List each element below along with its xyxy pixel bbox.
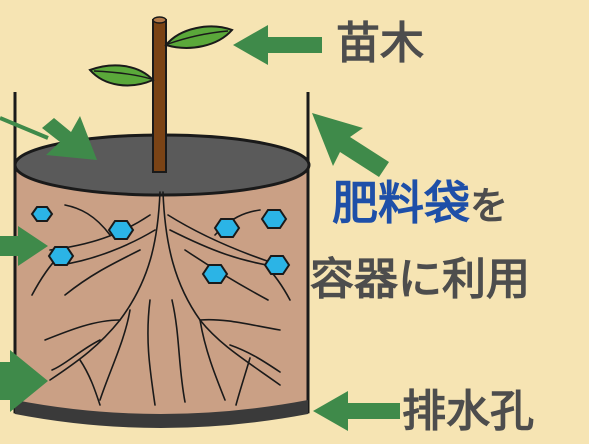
- soil-body: [13, 163, 310, 427]
- arrow-icon: [312, 113, 389, 177]
- fertilizer-granule-icon: [201, 264, 229, 284]
- fertilizer-granules: [30, 206, 291, 284]
- fertilizer-granule-icon: [47, 246, 75, 266]
- fertilizer-granule-icon: [107, 220, 135, 240]
- label-fertilizer-bag-highlight: 肥料袋: [332, 176, 470, 230]
- label-container-use: 容器に利用: [310, 254, 530, 305]
- upper-leaf: [164, 25, 234, 49]
- seedling-leaves: [88, 25, 234, 87]
- arrow-icon: [0, 350, 48, 412]
- pointer-line: [0, 116, 49, 140]
- label-drain-hole: 排水孔: [402, 386, 534, 437]
- fertilizer-granule-icon: [260, 209, 288, 229]
- seedling-stem-top: [152, 16, 167, 24]
- pot-bottom-rim: [15, 400, 308, 428]
- arrows: [0, 25, 400, 431]
- label-fertilizer-bag-suffix: を: [470, 184, 509, 228]
- label-fertilizer-bag: 肥料袋を: [332, 180, 508, 226]
- seedling-stem: [152, 19, 167, 173]
- lower-leaf: [88, 64, 155, 87]
- root-system: [31, 191, 291, 406]
- arrow-icon: [313, 391, 400, 431]
- fertilizer-granule-icon: [213, 218, 241, 238]
- label-seedling: 苗木: [336, 18, 424, 69]
- arrow-icon: [233, 25, 322, 65]
- arrow-icon: [0, 226, 48, 266]
- arrow-icon: [42, 116, 97, 160]
- fertilizer-granule-icon: [30, 206, 54, 222]
- fertilizer-granule-icon: [263, 255, 291, 275]
